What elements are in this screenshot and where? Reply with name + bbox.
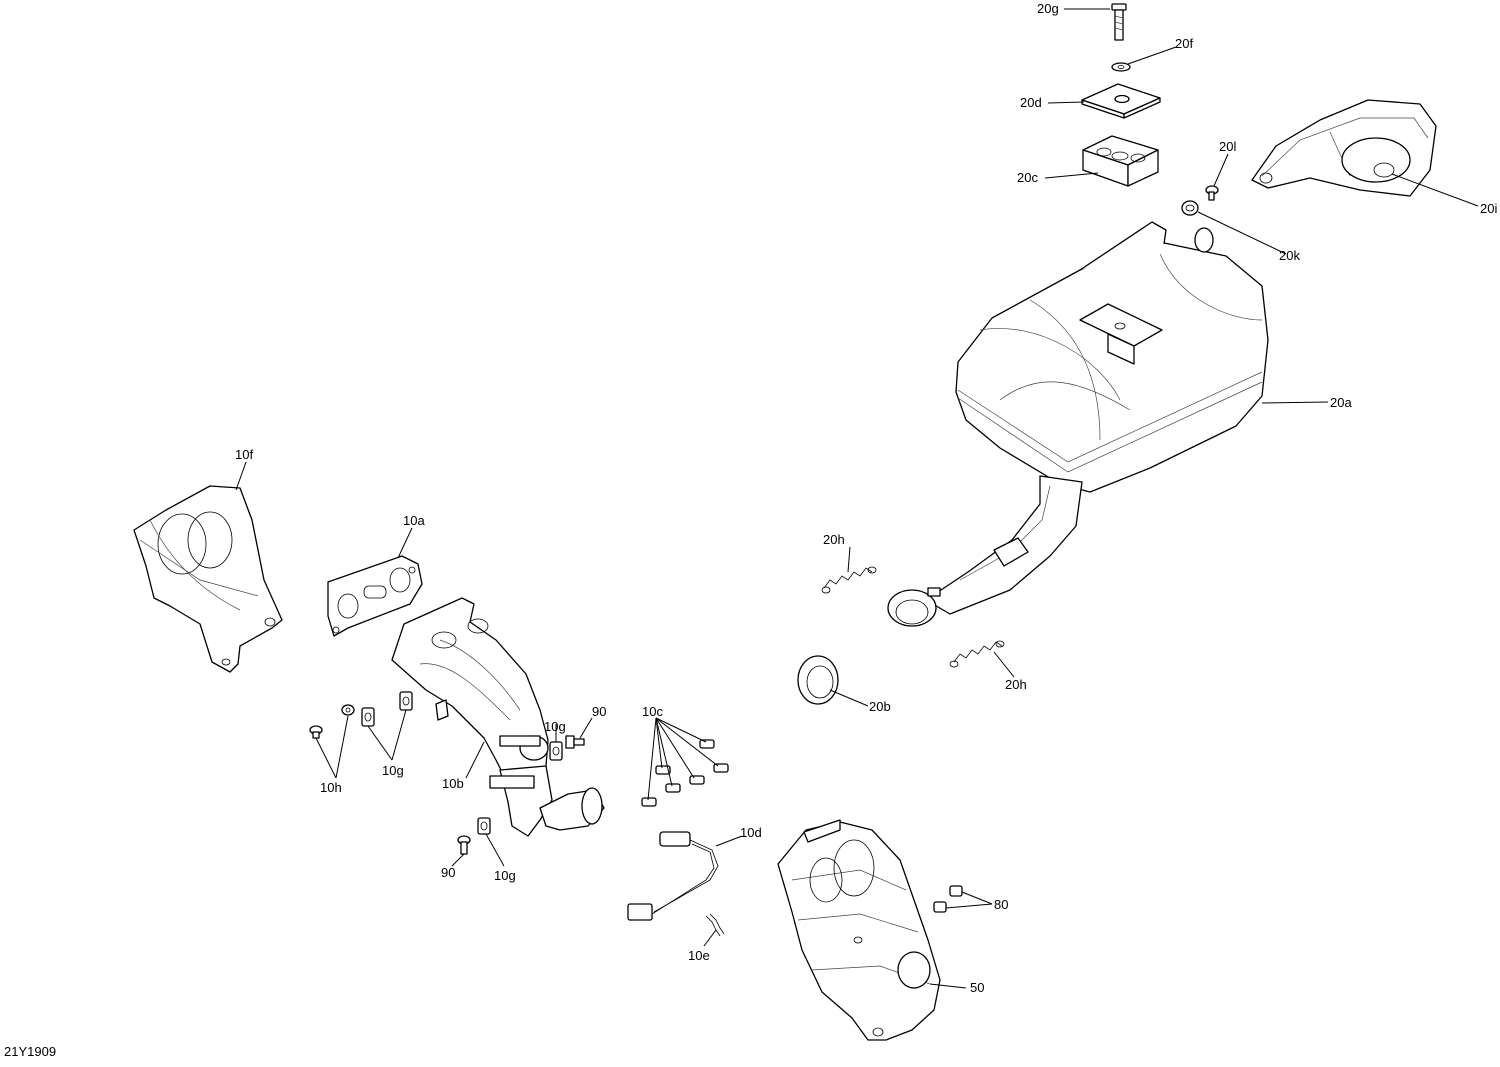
- part-90-bolt-bottom: [457, 835, 471, 855]
- leader-lines: [235, 8, 1479, 989]
- part-10e-clip: [705, 913, 725, 937]
- part-50-lower-heat-shield: [777, 819, 941, 1041]
- callout-20l: 20l: [1219, 139, 1236, 154]
- callout-20g: 20g: [1037, 1, 1059, 16]
- part-20k-grommet: [1181, 200, 1199, 216]
- callout-20h-bottom: 20h: [1005, 677, 1027, 692]
- part-20d-plate: [1081, 83, 1161, 119]
- part-20l-screw: [1205, 185, 1219, 201]
- callout-90-top: 90: [592, 704, 606, 719]
- part-90-bolt-top: [565, 735, 585, 749]
- callout-20b: 20b: [869, 699, 891, 714]
- callout-10g-left: 10g: [382, 763, 404, 778]
- part-10c-studs: [641, 739, 729, 807]
- part-20f-washer: [1111, 62, 1131, 72]
- callout-10d: 10d: [740, 825, 762, 840]
- callout-20h-top: 20h: [823, 532, 845, 547]
- part-20i-tailpipe-cover: [1251, 99, 1437, 197]
- callout-10e: 10e: [688, 948, 710, 963]
- callout-20a: 20a: [1330, 395, 1352, 410]
- callout-50: 50: [970, 980, 984, 995]
- part-10a-gasket: [327, 555, 423, 637]
- callout-80: 80: [994, 897, 1008, 912]
- part-10h-clip-b: [341, 704, 355, 716]
- callout-20d: 20d: [1020, 95, 1042, 110]
- callout-20c: 20c: [1017, 170, 1038, 185]
- callout-10b: 10b: [442, 776, 464, 791]
- part-20b-seal-ring: [797, 655, 839, 705]
- callout-10f: 10f: [235, 447, 253, 462]
- callout-10c: 10c: [642, 704, 663, 719]
- callout-20f: 20f: [1175, 36, 1193, 51]
- part-10g-nut-c: [549, 741, 563, 761]
- part-20c-rubber-block: [1082, 135, 1159, 187]
- part-10b-exhaust-manifold: [391, 597, 605, 837]
- part-20a-inlet-pipe: [887, 475, 1083, 627]
- part-10f-heat-shield: [133, 485, 283, 673]
- part-10h-clip-a: [309, 725, 323, 739]
- diagram-code: 21Y1909: [4, 1044, 56, 1059]
- callout-10g-bottom: 10g: [494, 868, 516, 883]
- callout-10h: 10h: [320, 780, 342, 795]
- part-20a-muffler: [955, 221, 1269, 493]
- part-20h-spring-bottom: [949, 640, 1005, 668]
- part-10d-oxygen-sensor: [627, 831, 719, 921]
- callout-20k: 20k: [1279, 248, 1300, 263]
- callout-10g-mid: 10g: [544, 719, 566, 734]
- callout-20i: 20i: [1480, 201, 1497, 216]
- part-80-nuts: [933, 885, 963, 913]
- part-10g-nut-b: [399, 691, 413, 711]
- part-20h-spring-top: [821, 566, 877, 594]
- part-10g-nut-d: [477, 817, 491, 835]
- callout-90-bottom: 90: [441, 865, 455, 880]
- part-20g-bolt: [1111, 3, 1127, 41]
- part-10g-nut-a: [361, 707, 375, 727]
- callout-10a: 10a: [403, 513, 425, 528]
